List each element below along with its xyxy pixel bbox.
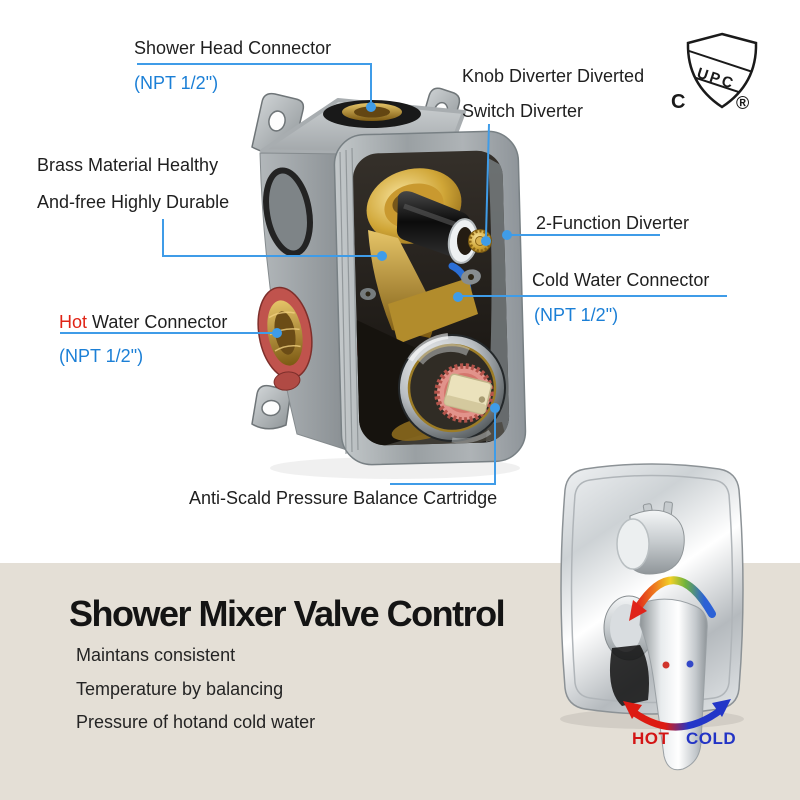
- valve-rough-in-illustration: [251, 87, 527, 479]
- callout-dot-cartridge: [490, 403, 500, 413]
- left-face-lower-red-cap: [273, 371, 301, 391]
- callout-label-two-function: 2-Function Diverter: [536, 213, 690, 233]
- callout-spec-cold-water: (NPT 1/2"): [534, 305, 619, 325]
- hot-word-highlight: Hot: [59, 312, 88, 332]
- callout-lines: [60, 63, 727, 485]
- pressure-balance-cartridge: [398, 333, 506, 444]
- shower-head-port: [323, 100, 421, 128]
- callout-line-cartridge: [390, 411, 496, 485]
- footer-line-3: Pressure of hotand cold water: [76, 712, 316, 732]
- badge-shield: [686, 32, 758, 109]
- callout-line-switch-diverter: [485, 123, 490, 237]
- callout-line-shower-head: [137, 63, 372, 102]
- box-ribs: [339, 147, 359, 455]
- callout-spec-shower-head: (NPT 1/2"): [134, 73, 219, 93]
- mounting-hole-top-left: [268, 110, 286, 132]
- badge-registered-mark: ®: [736, 93, 749, 113]
- callout-dot-two-function: [502, 230, 512, 240]
- hot-cold-arrow: [623, 699, 731, 731]
- callout-label-brass-2: And-free Highly Durable: [37, 192, 230, 212]
- footer-title: Shower Mixer Valve Control: [69, 593, 506, 634]
- valve-interior: [352, 158, 510, 446]
- hot-indicator-dot: [662, 661, 670, 669]
- hot-arrowhead: [623, 701, 642, 719]
- footer-line-1: Maintans consistent: [76, 645, 236, 665]
- hot-label: HOT: [632, 729, 670, 748]
- cold-label: COLD: [686, 729, 737, 748]
- badge-c-mark: C: [671, 91, 685, 113]
- callout-label-cold-water: Cold Water Connector: [532, 270, 710, 290]
- callout-label-knob-diverter-2: Switch Diverter: [462, 101, 584, 121]
- callout-label-hot-water: Hot Water Connector: [59, 311, 227, 333]
- mounting-hole-bottom-left: [261, 399, 281, 417]
- callout-dot-switch-diverter: [481, 236, 491, 246]
- callout-line-brass: [162, 219, 379, 257]
- trim-plate-inner-edge: [570, 474, 734, 704]
- callout-label-cartridge: Anti-Scald Pressure Balance Cartridge: [189, 488, 498, 508]
- rainbow-arrowhead: [629, 600, 647, 621]
- callout-dot-hot-water: [272, 328, 282, 338]
- callout-label-knob-diverter-1: Knob Diverter Diverted: [462, 66, 645, 86]
- cupc-badge: UPC C ®: [671, 32, 758, 113]
- callout-dot-brass: [377, 251, 387, 261]
- temperature-rainbow-arrow: [629, 576, 716, 621]
- hot-water-port: [257, 286, 313, 380]
- callout-label-brass-1: Brass Material Healthy: [37, 155, 219, 175]
- knob-diverter: [616, 501, 685, 575]
- callout-dot-cold-water: [453, 292, 463, 302]
- footer-line-2: Temperature by balancing: [76, 679, 284, 699]
- cold-arrowhead: [712, 699, 731, 717]
- cartridge-stem: [443, 373, 493, 415]
- callout-spec-hot-water: (NPT 1/2"): [59, 346, 144, 366]
- callout-label-shower-head: Shower Head Connector: [134, 38, 332, 58]
- left-face-knockout: [263, 167, 313, 257]
- hot-water-label-rest: Water Connector: [87, 312, 228, 332]
- callout-dots: [272, 102, 512, 413]
- callout-dot-shower-head: [366, 102, 376, 112]
- handle-opening-shadow: [609, 645, 649, 706]
- cold-indicator-dot: [686, 660, 694, 668]
- trim-plate-illustration: [560, 463, 744, 771]
